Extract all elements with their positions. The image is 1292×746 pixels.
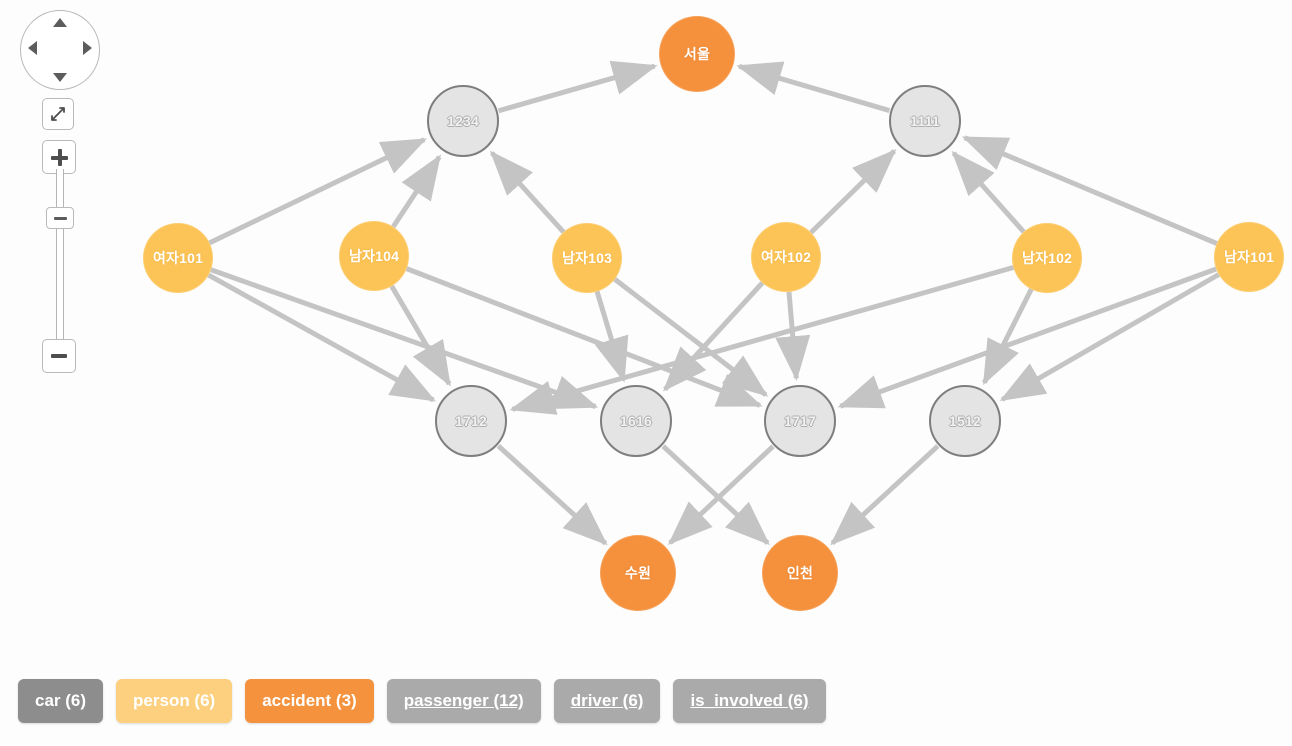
graph-node-namja103[interactable]: 남자103 (553, 224, 621, 292)
edge-layer (207, 60, 1220, 546)
graph-node-label: 인천 (786, 565, 814, 581)
graph-node-label: 남자104 (348, 248, 400, 264)
zoom-slider-handle[interactable] (46, 207, 74, 229)
pan-control[interactable] (20, 10, 100, 90)
graph-edge-is_involved[interactable] (661, 444, 770, 546)
handle-grip-icon (53, 216, 67, 220)
legend: car (6) person (6) accident (3) passenger (… (18, 679, 826, 723)
graph-node-namja101[interactable]: 남자101 (1215, 223, 1283, 291)
fit-to-screen-button[interactable] (42, 98, 74, 130)
graph-edge-is_involved[interactable] (667, 444, 775, 545)
pan-down-icon[interactable] (53, 73, 67, 82)
graph-edge-passenger[interactable] (961, 135, 1218, 246)
graph-edge-passenger[interactable] (951, 150, 1026, 234)
graph-node-car1111[interactable]: 1111 (889, 85, 961, 157)
graph-node-seoul[interactable]: 서울 (660, 17, 734, 91)
graph-edge-passenger[interactable] (613, 277, 769, 397)
legend-chip-edge[interactable]: driver (6) (553, 679, 661, 723)
graph-node-label: 남자103 (561, 250, 613, 266)
graph-edge-passenger[interactable] (391, 154, 442, 229)
edges-group (207, 60, 1220, 546)
graph-edge-is_involved[interactable] (830, 444, 940, 546)
graph-node-namja104[interactable]: 남자104 (340, 222, 408, 290)
legend-chip-node[interactable]: car (6) (18, 679, 104, 723)
graph-node-car1234[interactable]: 1234 (427, 85, 499, 157)
graph-node-yeoja101[interactable]: 여자101 (144, 224, 212, 292)
graph-edge-driver[interactable] (809, 148, 897, 235)
graph-edge-passenger[interactable] (837, 266, 1217, 409)
graph-edge-is_involved[interactable] (496, 444, 608, 546)
graph-edge-passenger[interactable] (999, 272, 1220, 402)
graph-node-car1717[interactable]: 1717 (764, 385, 836, 457)
pan-left-icon[interactable] (28, 41, 37, 55)
graph-canvas[interactable]: 서울 1234 1111 여자101 남자104 남자103 여자102 남자102 남자101… (0, 0, 1292, 660)
graph-node-incheon[interactable]: 인천 (763, 536, 837, 610)
zoom-in-button[interactable] (42, 140, 76, 174)
minus-icon (51, 354, 67, 358)
graph-node-label: 1717 (784, 413, 816, 429)
graph-edge-is_involved[interactable] (736, 61, 891, 113)
graph-node-label: 수원 (624, 565, 652, 581)
expand-arrows-icon (51, 107, 65, 121)
graph-node-label: 서울 (683, 46, 711, 62)
graph-node-label: 1512 (949, 413, 981, 429)
graph-node-label: 남자101 (1223, 249, 1275, 265)
graph-edge-driver[interactable] (775, 291, 811, 382)
graph-node-namja102[interactable]: 남자102 (1013, 224, 1081, 292)
graph-edge-passenger[interactable] (662, 281, 765, 392)
graph-edge-passenger[interactable] (594, 290, 629, 383)
pan-right-icon[interactable] (83, 41, 92, 55)
plus-icon (50, 148, 68, 166)
legend-chip-edge[interactable]: passenger (12) (386, 679, 541, 723)
legend-chip-edge[interactable]: is_involved (6) (673, 679, 826, 723)
graph-node-car1712[interactable]: 1712 (435, 385, 507, 457)
graph-node-yeoja102[interactable]: 여자102 (752, 223, 820, 291)
graph-node-label: 1234 (447, 113, 479, 129)
graph-node-label: 남자102 (1021, 250, 1073, 266)
zoom-out-button[interactable] (42, 339, 76, 373)
graph-edge-driver[interactable] (207, 272, 437, 403)
graph-node-label: 여자101 (152, 250, 204, 266)
graph-node-car1616[interactable]: 1616 (600, 385, 672, 457)
legend-chip-node[interactable]: person (6) (116, 679, 233, 723)
graph-edge-is_involved[interactable] (497, 60, 658, 114)
graph-edge-driver[interactable] (208, 137, 427, 246)
graph-node-label: 1111 (910, 113, 940, 129)
graph-edge-passenger[interactable] (509, 265, 1015, 415)
graph-node-suwon[interactable]: 수원 (601, 536, 675, 610)
graph-node-label: 1616 (620, 413, 652, 429)
graph-edge-passenger[interactable] (489, 150, 566, 234)
graph-edge-driver[interactable] (982, 288, 1034, 386)
graph-node-label: 여자102 (760, 249, 812, 265)
graph-node-label: 1712 (455, 413, 487, 429)
legend-chip-node[interactable]: accident (3) (245, 679, 374, 723)
zoom-slider-track[interactable] (56, 169, 64, 344)
graph-node-car1512[interactable]: 1512 (929, 385, 1001, 457)
pan-up-icon[interactable] (53, 18, 67, 27)
graph-edge-driver[interactable] (389, 284, 452, 387)
navigation-widget (14, 6, 110, 376)
